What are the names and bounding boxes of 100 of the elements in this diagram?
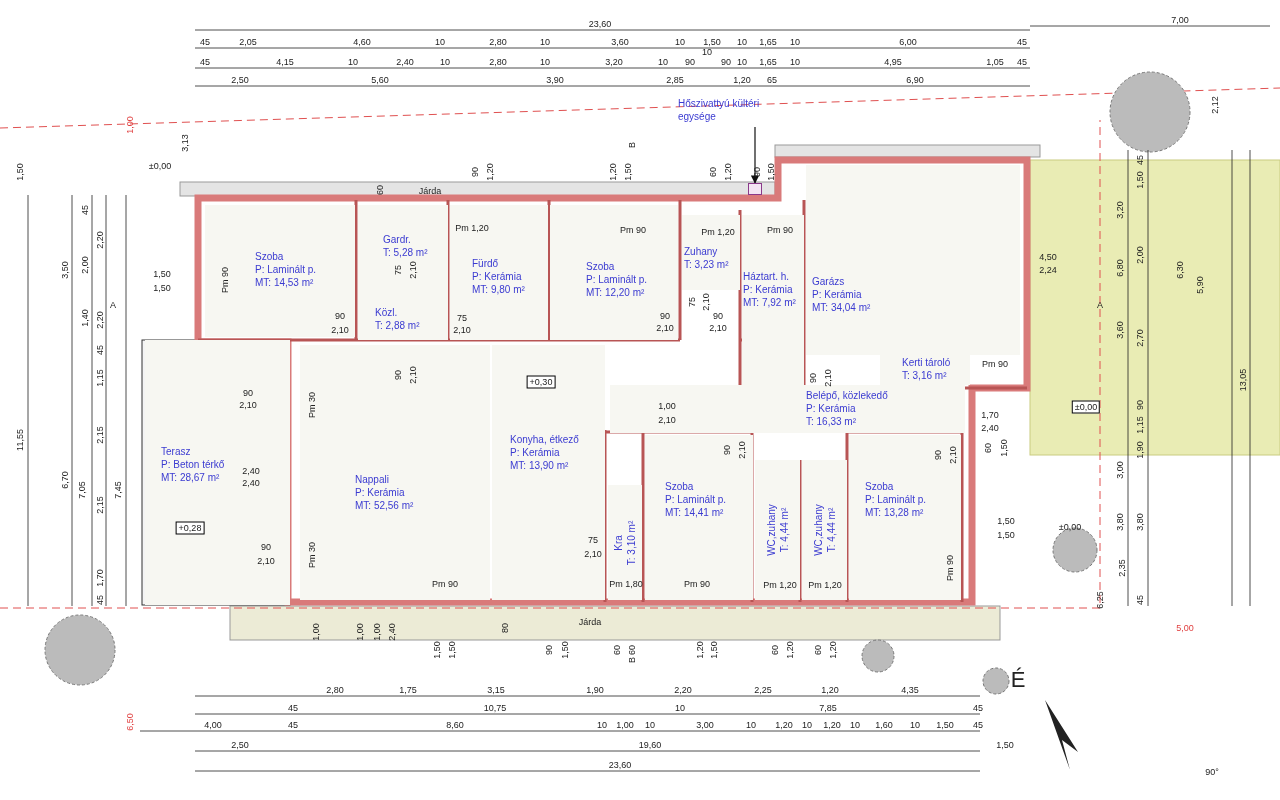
section-mark: B	[626, 657, 638, 663]
dimension-label: 90	[685, 56, 695, 68]
dimension-label: 10	[348, 56, 358, 68]
level-marker: +0,30	[526, 375, 556, 389]
dimension-label: 3,00	[696, 719, 714, 731]
dimension-label: 2,80	[326, 684, 344, 696]
dimension-label: 1,20	[827, 641, 839, 659]
opening-label: 60	[374, 185, 386, 195]
opening-label: 90	[469, 167, 481, 177]
room-label: Kra	[612, 534, 625, 551]
dimension-label: 1,50	[446, 641, 458, 659]
dimension-label: 1,50	[1134, 171, 1146, 189]
room-area	[682, 215, 740, 290]
dimension-label: 2,12	[1209, 96, 1221, 114]
room-label: P: Kerámia	[743, 283, 794, 296]
dimension-label: 1,40	[79, 309, 91, 327]
dimension-label: 2,15	[94, 496, 106, 514]
room-label: Fürdő	[472, 257, 500, 270]
opening-label: Pm 1,20	[455, 222, 489, 234]
room-label: Garázs	[812, 275, 846, 288]
room-area	[742, 215, 804, 385]
dimension-label: 3,15	[487, 684, 505, 696]
room-label: T: 16,33 m²	[806, 415, 858, 428]
dimension-label: 3,90	[546, 74, 564, 86]
dimension-label: 6,80	[1114, 259, 1126, 277]
room-label: WC,zuhany	[764, 504, 778, 556]
dimension-label: 1,65	[759, 56, 777, 68]
dimension-label: 6,25	[1094, 591, 1106, 609]
dimension-label: 45	[1134, 155, 1146, 165]
dimension-label: 2,40	[981, 422, 999, 434]
opening-label: 75	[686, 297, 698, 307]
opening-label: 2,10	[700, 293, 712, 311]
outdoor-unit-box	[748, 183, 762, 195]
dimension-label: 60	[982, 443, 994, 453]
dimension-label: 1,20	[784, 641, 796, 659]
opening-label: 60	[707, 167, 719, 177]
opening-label: 2,10	[407, 261, 419, 279]
opening-label: Pm 90	[767, 224, 793, 236]
room-label: MT: 34,04 m²	[812, 301, 871, 314]
room-label: T: 4,44 m²	[777, 507, 791, 553]
annotation-text: Hőszivattyú kültéri egysége	[678, 97, 761, 123]
dimension-label: 1,00	[124, 116, 136, 134]
dimension-label: 10	[737, 56, 747, 68]
dimension-label: 1,05	[986, 56, 1004, 68]
dimension-label: 3,20	[1114, 201, 1126, 219]
dimension-label: 1,90	[586, 684, 604, 696]
dimension-label: 10	[675, 36, 685, 48]
dimension-label: 1,50	[997, 529, 1015, 541]
dimension-label: 10	[540, 56, 550, 68]
room-area	[358, 300, 448, 340]
dimension-label: 1,50	[703, 36, 721, 48]
dimension-label: 60	[611, 645, 623, 655]
opening-label: 2,10	[331, 324, 349, 336]
room-label: T: 3,16 m²	[902, 369, 948, 382]
opening-label: 2,10	[736, 441, 748, 459]
dimension-label: 1,70	[94, 569, 106, 587]
opening-label: 1,50	[622, 163, 634, 181]
room-label: Zuhany	[684, 245, 719, 258]
north-label: É	[1010, 668, 1026, 692]
opening-label: 2,10	[947, 446, 959, 464]
section-mark: B	[626, 142, 638, 148]
opening-label: 90	[721, 445, 733, 455]
room-label: T: 5,28 m²	[383, 246, 428, 259]
section-mark: A	[1097, 299, 1103, 311]
dimension-label: 10	[850, 719, 860, 731]
dimension-label: 2,00	[79, 256, 91, 274]
dimension-label: 1,70	[981, 409, 999, 421]
opening-label: Pm 90	[944, 555, 956, 581]
room-label: MT: 14,53 m²	[255, 276, 315, 289]
opening-label: 1,00	[371, 623, 383, 641]
dimension-label: 60	[769, 645, 781, 655]
dimension-label: 3,20	[605, 56, 623, 68]
dimension-label: 60	[626, 645, 638, 655]
room-label: MT: 13,28 m²	[865, 506, 925, 519]
room-label: Háztart. h.	[743, 270, 791, 283]
room-area	[608, 485, 642, 600]
opening-label: 75	[392, 265, 404, 275]
opening-label: 1,50	[765, 163, 777, 181]
room-label: MT: 9,80 m²	[472, 283, 525, 296]
opening-label: Pm 90	[982, 358, 1008, 370]
dimension-label: 2,24	[1039, 264, 1057, 276]
opening-label: Pm 1,20	[763, 579, 797, 591]
dimension-label: 6,30	[1174, 261, 1186, 279]
dimension-label: 2,85	[666, 74, 684, 86]
dimension-label: 7,85	[819, 702, 837, 714]
dimension-label: 6,50	[124, 713, 136, 731]
dimension-label: 4,95	[884, 56, 902, 68]
dimension-label: 2,50	[231, 74, 249, 86]
opening-label: 2,10	[239, 399, 257, 411]
opening-label: 2,40	[242, 465, 260, 477]
dimension-label: 2,05	[239, 36, 257, 48]
opening-label: Pm 30	[306, 542, 318, 568]
dimension-label: 1,50	[431, 641, 443, 659]
dimension-label: 1,20	[733, 74, 751, 86]
dimension-label: 6,00	[899, 36, 917, 48]
dimension-label: 1,65	[759, 36, 777, 48]
dimension-label: 45	[200, 56, 210, 68]
opening-label: 2,10	[709, 322, 727, 334]
dimension-label: 45	[973, 702, 983, 714]
room-label: MT: 7,92 m²	[743, 296, 796, 309]
